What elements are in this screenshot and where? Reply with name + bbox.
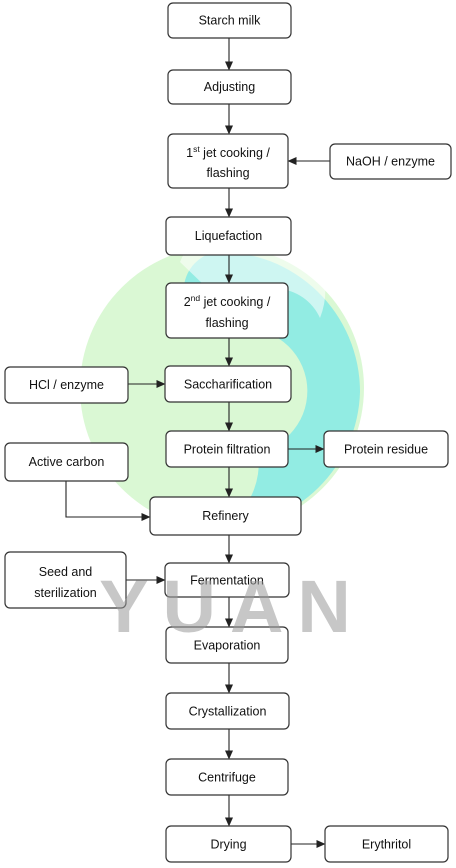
node-centrifuge: Centrifuge	[165, 758, 289, 796]
node-liquefaction: Liquefaction	[165, 216, 292, 256]
node-active-carbon: Active carbon	[4, 442, 129, 482]
node-starch-milk: Starch milk	[167, 2, 292, 39]
node-saccharification: Saccharification	[164, 365, 292, 403]
node-label: Fermentation	[190, 574, 264, 588]
node-label: Refinery	[202, 509, 249, 523]
node-protein-filtration: Protein filtration	[165, 430, 289, 468]
node-label: Protein residue	[344, 443, 428, 457]
node-jet-cooking-1: 1st jet cooking / flashing	[167, 133, 289, 189]
node-evaporation: Evaporation	[165, 626, 289, 664]
node-label: Starch milk	[199, 14, 262, 28]
node-label: Liquefaction	[195, 229, 262, 243]
node-label-line1: Seed and	[39, 565, 93, 579]
node-label: Evaporation	[194, 639, 261, 653]
node-seed-sterilization: Seed and sterilization	[4, 551, 127, 609]
node-refinery: Refinery	[149, 496, 302, 536]
node-label-line2: flashing	[206, 166, 249, 180]
node-label: Saccharification	[184, 378, 272, 392]
node-label: Erythritol	[362, 838, 411, 852]
node-label: HCl / enzyme	[29, 378, 104, 392]
node-label: Protein filtration	[184, 443, 271, 457]
connectors	[65, 38, 330, 848]
node-crystallization: Crystallization	[165, 692, 290, 730]
node-drying: Drying	[165, 825, 292, 863]
node-label: Centrifuge	[198, 771, 256, 785]
node-hcl-enzyme: HCl / enzyme	[4, 366, 129, 404]
yuan-watermark: YUAN	[99, 565, 365, 648]
node-label: Drying	[210, 838, 246, 852]
node-label: Adjusting	[204, 80, 255, 94]
node-label-line2: flashing	[205, 316, 248, 330]
node-label: NaOH / enzyme	[346, 155, 435, 169]
node-adjusting: Adjusting	[167, 69, 292, 105]
node-label-line1: 2nd jet cooking /	[184, 293, 271, 309]
node-jet-cooking-2: 2nd jet cooking / flashing	[165, 282, 289, 339]
arrow-carbon-to-refinery	[65, 481, 151, 521]
node-fermentation: Fermentation	[164, 562, 290, 598]
node-label: Crystallization	[189, 705, 267, 719]
node-label-line2: sterilization	[34, 586, 97, 600]
node-label-line1: 1st jet cooking /	[186, 144, 270, 160]
node-erythritol: Erythritol	[324, 825, 449, 863]
node-label: Active carbon	[29, 455, 105, 469]
node-protein-residue: Protein residue	[323, 430, 449, 468]
node-naoh-enzyme: NaOH / enzyme	[329, 143, 452, 180]
